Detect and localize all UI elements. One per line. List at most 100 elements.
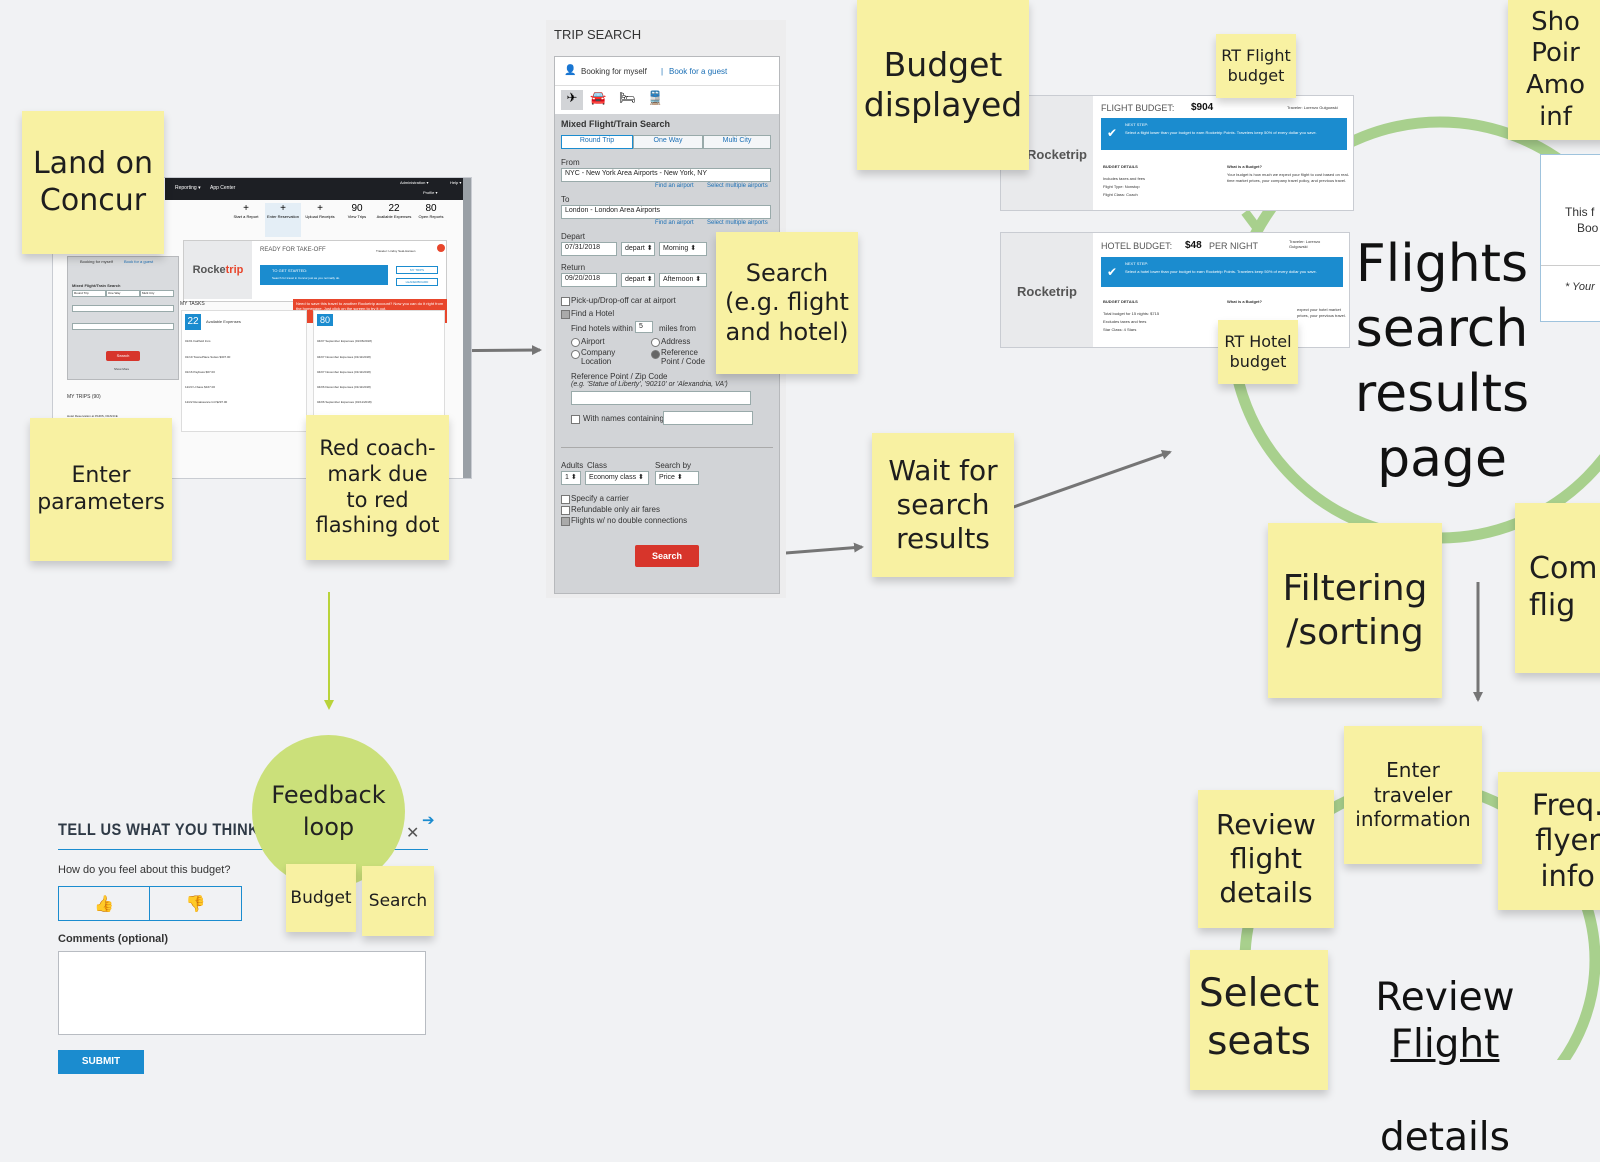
expense-row-4[interactable]: 12/23 U-Save $167.00 xyxy=(185,385,216,389)
concur-menu-reporting[interactable]: Reporting ▾ xyxy=(175,185,201,191)
concur-menu-help[interactable]: Help ▾ xyxy=(450,180,462,185)
feedback-arrow-icon[interactable]: ➔ xyxy=(422,812,435,829)
comments-textarea[interactable] xyxy=(58,951,426,1035)
search-button[interactable]: Search xyxy=(635,545,699,567)
concur-from-input[interactable] xyxy=(72,305,174,312)
depart-date-input[interactable]: 07/31/2018 xyxy=(561,242,617,256)
booking-myself-link[interactable]: Booking for myself xyxy=(581,67,647,76)
hotel-budget-amount: $48 xyxy=(1185,240,1202,251)
to-input[interactable]: London - London Area Airports xyxy=(561,205,771,219)
concur-to-input[interactable] xyxy=(72,323,174,330)
thumbs-down-button[interactable]: 👎 xyxy=(150,886,242,921)
search-by-select[interactable]: Price ⬍ xyxy=(655,471,699,485)
concur-menu-admin[interactable]: Administration ▾ xyxy=(400,180,429,185)
thumbs-down-icon: 👎 xyxy=(185,895,206,913)
available-expenses-label: Available Expenses xyxy=(206,319,241,324)
find-airport-link-2[interactable]: Find an airport xyxy=(655,220,694,226)
feedback-close-icon[interactable]: ✕ xyxy=(406,825,420,842)
concur-tab-oneway[interactable]: One Way xyxy=(106,290,140,297)
sticky-enter-parameters: Enter parameters xyxy=(30,418,172,561)
radio-reference[interactable] xyxy=(651,350,660,359)
flight-hotel-icon[interactable]: ✈ xyxy=(561,90,583,110)
feedback-question: How do you feel about this budget? xyxy=(58,864,231,876)
car-icon[interactable]: 🚘 xyxy=(590,90,607,105)
expense-row-1[interactable]: 01/01 Fairfield Inns xyxy=(185,339,211,343)
return-date-input[interactable]: 09/20/2018 xyxy=(561,273,617,287)
depart-mode-select[interactable]: depart ⬍ xyxy=(621,242,655,256)
concur-book-guest[interactable]: Book for a guest xyxy=(124,259,154,264)
class-select[interactable]: Economy class ⬍ xyxy=(585,471,649,485)
report-row-2[interactable]: 04/07 November Expenses (01/11/2018) xyxy=(317,355,371,359)
expense-row-3[interactable]: 01/16 Paybass $67.00 xyxy=(185,370,215,374)
concur-menu-appcenter[interactable]: App Center xyxy=(210,185,236,191)
return-time-select[interactable]: Afternoon ⬍ xyxy=(659,273,707,287)
report-row-4[interactable]: 04/06 December Expenses (01/11/2018) xyxy=(317,385,371,389)
flight-detail-1: Includes taxes and fees xyxy=(1103,176,1146,181)
expense-row-5[interactable]: 12/22 Renaissance Intl $297.00 xyxy=(185,400,228,404)
with-names-checkbox[interactable] xyxy=(571,415,580,424)
tab-multi-city[interactable]: Multi City xyxy=(703,135,771,149)
edge-card-line2: Boo xyxy=(1577,221,1599,235)
concur-show-more[interactable]: Show More xyxy=(114,367,130,371)
thumbs-up-icon: 👍 xyxy=(94,895,114,913)
concur-tab-multicity[interactable]: Multi City xyxy=(140,290,174,297)
refundable-checkbox[interactable] xyxy=(561,506,570,515)
pickup-car-checkbox[interactable] xyxy=(561,297,570,306)
thumbs-up-button[interactable]: 👍 xyxy=(58,886,150,921)
radio-company[interactable] xyxy=(571,350,580,359)
expense-row-2[interactable]: 01/19 TownePlace Suites $307.00 xyxy=(185,355,231,359)
from-input[interactable]: NYC - New York Area Airports - New York,… xyxy=(561,168,771,182)
book-guest-link[interactable]: Book for a guest xyxy=(669,67,728,76)
tab-round-trip[interactable]: Round Trip xyxy=(561,135,633,149)
sticky-freq-flyer-info: Freq. flyer info xyxy=(1498,772,1600,910)
radio-airport-label: Airport xyxy=(581,337,605,346)
concur-search-button[interactable]: Search xyxy=(106,351,140,361)
tile-upload-receipts[interactable]: +Upload Receipts xyxy=(305,203,335,219)
radio-airport[interactable] xyxy=(571,338,580,347)
concur-mixed-search: Mixed Flight/Train Search xyxy=(72,283,121,288)
return-mode-select[interactable]: depart ⬍ xyxy=(621,273,655,287)
adults-label: Adults xyxy=(561,461,584,470)
hotel-reservation-row[interactable]: Hotel Reservation at PARIS, FRANCE xyxy=(67,414,118,418)
report-row-1[interactable]: 04/07 September Expenses (01/06/2018) xyxy=(317,339,372,343)
concur-topbar: Reporting ▾ App Center Administration ▾ … xyxy=(165,178,471,200)
train-icon[interactable]: 🚆 xyxy=(647,90,664,105)
mixed-search-heading: Mixed Flight/Train Search xyxy=(561,119,671,129)
concur-tab-roundtrip[interactable]: Round Trip xyxy=(72,290,106,297)
report-row-3[interactable]: 04/07 November Expenses (01/11/2018) xyxy=(317,370,371,374)
concur-booking-myself[interactable]: Booking for myself xyxy=(80,259,113,264)
from-label: From xyxy=(561,158,580,167)
find-hotel-checkbox[interactable] xyxy=(561,310,570,319)
miles-input[interactable]: 5 xyxy=(635,321,653,333)
sticky-filtering-sorting: Filtering /sorting xyxy=(1268,523,1442,698)
tab-one-way[interactable]: One Way xyxy=(633,135,703,149)
depart-time-select[interactable]: Morning ⬍ xyxy=(659,242,707,256)
my-tasks-heading: MY TASKS xyxy=(180,301,205,307)
leaderboard-button[interactable]: LEADERBOARD xyxy=(396,278,438,286)
tile-start-report[interactable]: +Start a Report xyxy=(233,203,259,219)
report-row-5[interactable]: 04/06 September Expenses (01/11/2018) xyxy=(317,400,372,404)
hotel-budget-traveler: Traveler: Lorenzo Gulgowski xyxy=(1289,239,1321,249)
to-label: To xyxy=(561,195,570,204)
no-double-checkbox[interactable] xyxy=(561,517,570,526)
check-icon-2: ✔ xyxy=(1107,265,1118,279)
ready-for-takeoff: READY FOR TAKE-OFF xyxy=(260,247,326,253)
tile-enter-reservation[interactable]: +Enter Reservation xyxy=(265,203,301,237)
my-trips-button[interactable]: MY TRIPS xyxy=(396,266,438,274)
radio-address[interactable] xyxy=(651,338,660,347)
with-names-input[interactable] xyxy=(663,411,753,425)
find-airport-link[interactable]: Find an airport xyxy=(655,183,694,189)
select-multiple-link-2[interactable]: Select multiple airports xyxy=(707,220,768,226)
specify-carrier-checkbox[interactable] xyxy=(561,495,570,504)
submit-button[interactable]: SUBMIT xyxy=(58,1050,144,1074)
select-multiple-link[interactable]: Select multiple airports xyxy=(707,183,768,189)
sticky-red-coachmark: Red coach- mark due to red flashing dot xyxy=(306,415,449,560)
hotel-icon[interactable]: 🛏 xyxy=(619,90,636,105)
ref-point-input[interactable] xyxy=(571,391,751,405)
concur-menu-profile[interactable]: Profile ▾ xyxy=(423,190,438,195)
red-flashing-dot[interactable] xyxy=(437,244,445,252)
adults-select[interactable]: 1 ⬍ xyxy=(561,471,581,485)
